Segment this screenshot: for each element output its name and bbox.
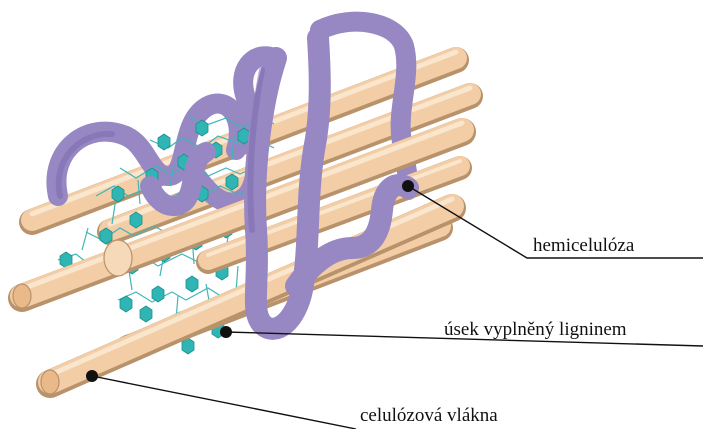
lignin-unit (158, 134, 170, 150)
fiber-end (41, 370, 59, 394)
fiber-end (13, 284, 31, 308)
hemicellulose-label: hemicelulóza (533, 235, 635, 256)
lignin-unit (152, 286, 164, 302)
lignin-unit (100, 228, 112, 244)
leader-line (92, 376, 356, 429)
lignin-unit (112, 186, 124, 202)
cellulose-fibers-label: celulózová vlákna (360, 405, 498, 426)
lignin-unit (226, 174, 238, 190)
label-cellulose-fibers: celulózová vlákna (86, 370, 498, 429)
cellulose-fibers-front (13, 123, 462, 394)
lignin-unit (186, 276, 198, 292)
lignin-unit (196, 120, 208, 136)
lignin-section-label: úsek vyplněný ligninem (444, 319, 627, 340)
lignin-unit (130, 212, 142, 228)
fiber-end (104, 240, 132, 276)
lignin-unit (120, 296, 132, 312)
lignin-unit (140, 306, 152, 322)
